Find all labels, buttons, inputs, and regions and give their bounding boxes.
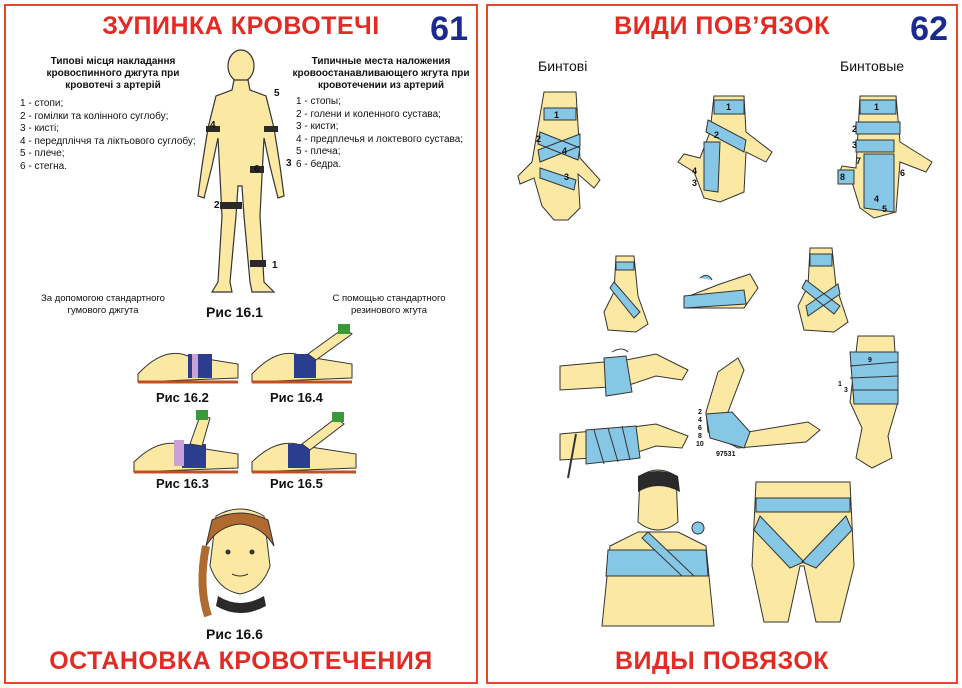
left-title-top: ЗУПИНКА КРОВОТЕЧІ: [102, 12, 380, 40]
caption-ru: С помощью стандартного резинового жгута: [332, 293, 446, 316]
hand1-num-3: 3: [564, 172, 569, 182]
elbow-num-10: 10: [696, 441, 704, 448]
knee-num-3: 3: [844, 387, 848, 394]
elbow-num-2: 2: [698, 409, 702, 416]
right-page-number: 62: [910, 10, 948, 48]
ru-header: Типичные места наложения кровоостанавлив…: [292, 56, 470, 91]
uk-list: 1 - стопи; 2 - гомілки та колінного сугл…: [20, 98, 210, 173]
hand3-num-3: 3: [852, 140, 857, 150]
foot-bandage-3-illustration: [797, 247, 849, 333]
tourniquet-mark: [206, 126, 220, 132]
right-title-bottom: ВИДЫ ПОВЯЗОК: [614, 647, 830, 675]
ru-item: 5 - плеча;: [296, 146, 341, 157]
hand2-num-2: 2: [714, 130, 719, 140]
marker-2: 2: [214, 200, 220, 211]
marker-3: 3: [286, 158, 292, 169]
right-title-top: ВИДИ ПОВ’ЯЗОК: [614, 12, 830, 40]
forearm-bandage-1-illustration: [559, 348, 689, 397]
ru-item: 2 - голени и коленного сустава;: [296, 108, 441, 120]
hand2-num-4: 4: [692, 166, 697, 176]
figure-16-3-caption: Рис 16.3: [156, 476, 209, 491]
pelvis-bandage-illustration: [751, 481, 855, 623]
forearm-bandage-2-illustration: [559, 423, 689, 479]
uk-item: 6 - стегна.: [20, 160, 67, 172]
hand3-num-4: 4: [874, 194, 879, 204]
scene-16-3-illustration: [133, 410, 239, 474]
figure-16-4-caption: Рис 16.4: [270, 390, 323, 405]
uk-item: 5 - плече;: [20, 148, 65, 159]
label-uk: Бинтові: [538, 58, 588, 74]
elbow-num-8: 8: [698, 433, 702, 440]
hand3-num-1: 1: [874, 102, 879, 112]
head-neck-illustration: [198, 508, 275, 618]
ru-item: 1 - стопы;: [296, 96, 341, 107]
left-page-number: 61: [430, 10, 468, 48]
knee-num-1: 1: [838, 381, 842, 388]
foot-bandage-2-illustration: [683, 273, 759, 309]
figure-16-1-caption: Рис 16.1: [206, 304, 263, 320]
hand-bandage-1-illustration: 1 2 3 4: [517, 91, 601, 221]
hand3-num-7: 7: [856, 156, 861, 166]
figure-16-6-caption: Рис 16.6: [206, 626, 263, 642]
marker-1: 1: [272, 260, 278, 271]
caption-uk: За допомогою стандартного гумового джгут…: [41, 293, 165, 316]
panel-left: ЗУПИНКА КРОВОТЕЧІ 61 Типові місця наклад…: [4, 4, 478, 684]
elbow-num-6: 6: [698, 425, 702, 432]
uk-header: Типові місця накладання кровоспинного дж…: [46, 56, 180, 91]
hand-bandage-3-illustration: 1 2 3 4 5 6 7 8: [837, 95, 933, 219]
hand3-num-6: 6: [900, 168, 905, 178]
uk-item: 3 - кисті;: [20, 123, 59, 134]
hand-bandage-2-illustration: 1 2 3 4: [677, 95, 773, 203]
hand2-num-3: 3: [692, 178, 697, 188]
hand1-num-1: 1: [554, 110, 559, 120]
elbow-bottom-numbers: 97531: [716, 451, 736, 458]
marker-6: 6: [254, 164, 260, 175]
ru-item: 6 - бедра.: [296, 158, 342, 170]
body-figure-illustration: 1 2 3 4 5 6: [197, 49, 292, 293]
panel-right: ВИДИ ПОВ’ЯЗОК 62 Бинтові Бинтовые 1 2 3 …: [486, 4, 958, 684]
ru-item: 4 - предплечья и локтевого сустава;: [296, 133, 464, 145]
foot-bandage-1-illustration: [603, 255, 649, 333]
hand3-num-2: 2: [852, 124, 857, 134]
knee-bandage-illustration: 9 1 3: [838, 335, 899, 469]
hand3-num-5: 5: [882, 204, 887, 214]
knee-num-9: 9: [868, 357, 872, 364]
scene-16-5-illustration: [251, 412, 357, 474]
hand2-num-1: 1: [726, 102, 731, 112]
elbow-num-4: 4: [698, 417, 702, 424]
scene-16-2-illustration: [137, 352, 239, 384]
hand1-num-2: 2: [536, 134, 541, 144]
marker-5: 5: [274, 88, 280, 99]
figure-16-5-caption: Рис 16.5: [270, 476, 323, 491]
hand1-num-4: 4: [562, 146, 567, 156]
figure-16-2-caption: Рис 16.2: [156, 390, 209, 405]
uk-item: 2 - гомілки та колінного суглобу;: [20, 110, 169, 122]
label-ru: Бинтовые: [840, 58, 905, 74]
elbow-bandage-illustration: 2 4 6 8 10 97531: [696, 357, 821, 458]
left-title-bottom: ОСТАНОВКА КРОВОТЕЧЕНИЯ: [49, 647, 433, 675]
ru-list: 1 - стопы; 2 - голени и коленного сустав…: [296, 96, 476, 171]
ru-item: 3 - кисти;: [296, 121, 339, 132]
scene-16-4-illustration: [251, 324, 353, 384]
uk-item: 1 - стопи;: [20, 98, 64, 109]
chest-bandage-illustration: [601, 469, 715, 627]
marker-4: 4: [210, 120, 216, 131]
uk-item: 4 - передпліччя та ліктьового суглобу;: [20, 135, 196, 147]
hand3-num-8: 8: [840, 172, 845, 182]
